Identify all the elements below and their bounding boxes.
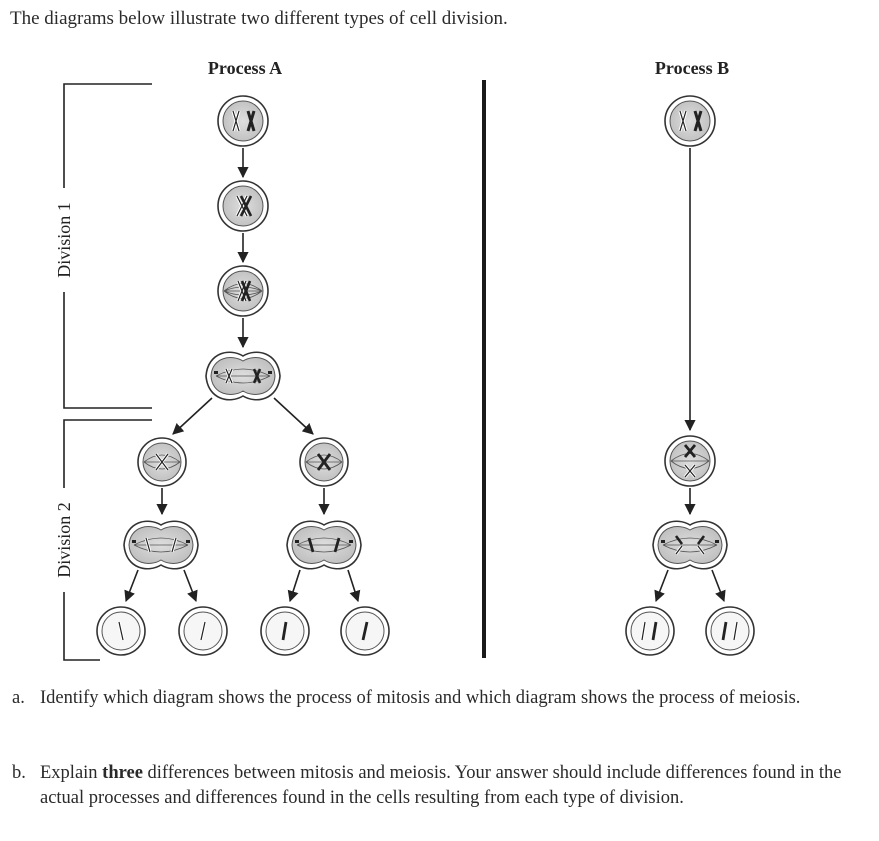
process-a-metaphase-2-left-cell [137,437,187,487]
process-a-metaphase-2-right-cell [299,437,349,487]
process-b-metaphase-cell [664,435,716,487]
process-a-telophase-2-right-cell [286,520,362,570]
process-a-metaphase-cell [217,265,269,317]
process-a-telophase-2-left-cell [123,520,199,570]
process-b-daughter-cell-1 [625,606,675,656]
question-b-text-part-2: differences between mitosis and meiosis.… [40,763,842,808]
question-a-text: Identify which diagram shows the process… [40,688,801,708]
process-a-parent-cell [217,95,269,147]
process-b-parent-cell [664,95,716,147]
arrow-a6-right-2 [347,569,361,603]
arrow-b3-left [654,569,669,603]
arrow-a4-right [273,397,314,435]
process-b-daughter-cell-2 [705,606,755,656]
arrow-a4-left [172,397,213,435]
division-2-label: Division 2 [54,502,74,578]
question-b-text: Explain three differences between mitosi… [40,761,870,811]
process-b-telophase-cell [652,520,728,570]
process-a-title: Process A [208,58,282,78]
arrow-a6-left-1 [124,569,139,603]
process-b-title: Process B [655,58,729,78]
cell-division-diagram: Process A Process B Division 1 Division … [54,58,755,661]
division-1-bracket: Division 1 [54,83,152,409]
question-b-letter: b. [12,763,26,783]
process-a-daughter-cell-4 [340,606,390,656]
arrow-b3-right [711,569,726,603]
question-b-emphasis: three [102,763,143,783]
question-a: a. Identify which diagram shows the proc… [12,686,862,711]
division-2-bracket: Division 2 [54,419,152,661]
question-b-text-part-1: Explain [40,763,103,783]
process-a-telophase-1-cell [205,351,281,401]
question-a-letter: a. [12,688,25,708]
arrow-a6-right-1 [287,569,301,603]
process-a-daughter-cell-2 [178,606,228,656]
division-1-label: Division 1 [54,202,74,278]
process-a-daughter-cell-3 [260,606,310,656]
process-a-prophase-cell [217,180,269,232]
question-b: b. Explain three differences between mit… [12,761,870,811]
process-a-daughter-cell-1 [96,606,146,656]
intro-text: The diagrams below illustrate two differ… [10,8,508,29]
arrow-a6-left-2 [183,569,198,603]
